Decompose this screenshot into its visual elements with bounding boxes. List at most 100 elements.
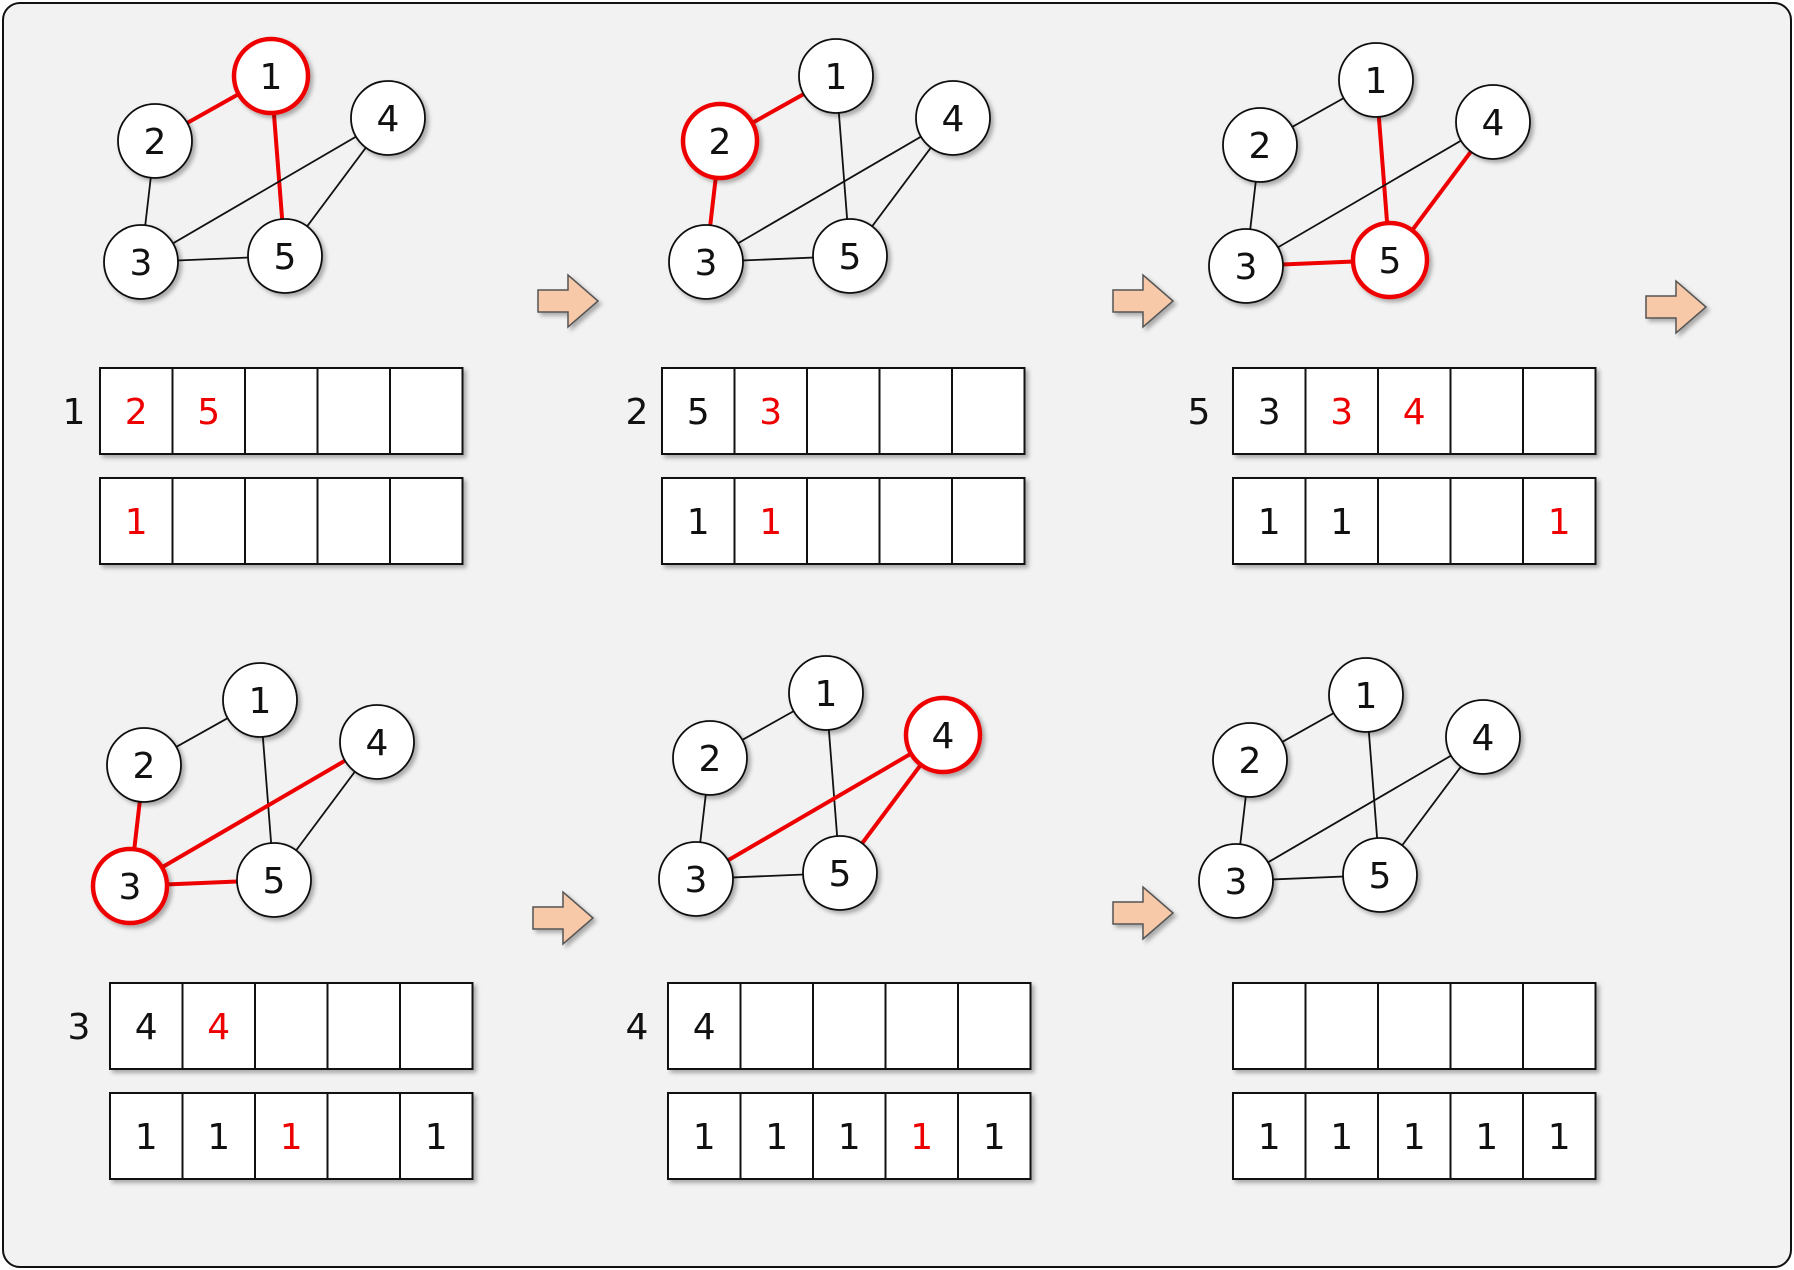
queue-array: 4 [667, 982, 1032, 1070]
node-1[interactable]: 1 [798, 38, 874, 114]
visited-cell-value: 1 [207, 1117, 230, 1158]
queue-array-frame [661, 367, 1026, 455]
node-circle [247, 218, 323, 294]
edge-3-4 [140, 117, 389, 263]
node-label: 4 [366, 723, 389, 764]
node-5[interactable]: 5 [812, 218, 888, 294]
visited-cell-value: 1 [1548, 502, 1571, 543]
node-2[interactable]: 2 [106, 727, 182, 803]
node-2[interactable]: 2 [680, 101, 760, 181]
node-1[interactable]: 1 [788, 655, 864, 731]
visited-cell-value: 1 [1330, 1117, 1353, 1158]
queue-cell-value: 5 [197, 392, 220, 433]
node-circle [788, 655, 864, 731]
node-label: 3 [130, 243, 153, 284]
node-3[interactable]: 3 [103, 224, 179, 300]
visited-cell [1522, 1092, 1597, 1180]
node-label: 4 [942, 99, 965, 140]
node-circle [903, 695, 983, 775]
node-3[interactable]: 3 [1208, 228, 1284, 304]
node-3[interactable]: 3 [1198, 843, 1274, 919]
node-4[interactable]: 4 [1445, 699, 1521, 775]
visited-array-frame [661, 477, 1026, 565]
node-3[interactable]: 3 [668, 224, 744, 300]
node-label: 2 [133, 746, 156, 787]
node-label: 2 [1239, 741, 1262, 782]
node-2[interactable]: 2 [117, 103, 193, 179]
node-circle [812, 218, 888, 294]
node-1[interactable]: 1 [231, 36, 311, 116]
node-1[interactable]: 1 [222, 662, 298, 738]
visited-cell-value: 1 [1258, 502, 1281, 543]
edge-3-4 [1235, 736, 1484, 882]
node-4[interactable]: 4 [915, 80, 991, 156]
queue-cell-value: 3 [759, 392, 782, 433]
node-4[interactable]: 4 [350, 80, 426, 156]
node-5[interactable]: 5 [802, 835, 878, 911]
right-arrow-icon [537, 273, 600, 329]
visited-cell-value: 1 [1258, 1117, 1281, 1158]
node-label: 4 [932, 716, 955, 757]
queue-cell [957, 982, 1032, 1070]
node-1[interactable]: 1 [1338, 42, 1414, 118]
node-circle [658, 841, 734, 917]
node-label: 5 [1379, 241, 1402, 282]
current-vertex-label: 5 [1188, 392, 1211, 433]
node-5[interactable]: 5 [1342, 837, 1418, 913]
queue-array-frame [1232, 367, 1597, 455]
node-2[interactable]: 2 [1212, 722, 1288, 798]
edge-3-4 [694, 733, 945, 881]
node-5[interactable]: 5 [236, 842, 312, 918]
current-vertex-label: 1 [63, 392, 86, 433]
node-2[interactable]: 2 [1222, 107, 1298, 183]
node-label: 4 [1482, 103, 1505, 144]
queue-array-frame [1232, 982, 1597, 1070]
node-5[interactable]: 5 [1350, 220, 1430, 300]
node-4[interactable]: 4 [903, 695, 983, 775]
node-2[interactable]: 2 [672, 720, 748, 796]
node-circle [350, 80, 426, 156]
visited-array-frame [1232, 477, 1597, 565]
queue-array-frame [109, 982, 474, 1070]
visited-cell-value: 1 [693, 1117, 716, 1158]
node-circle [802, 835, 878, 911]
node-circle [1222, 107, 1298, 183]
node-5[interactable]: 5 [247, 218, 323, 294]
queue-cell-value: 3 [1330, 392, 1353, 433]
queue-array [1232, 982, 1597, 1070]
node-3[interactable]: 3 [658, 841, 734, 917]
queue-cell-value: 4 [135, 1007, 158, 1048]
node-circle [103, 224, 179, 300]
visited-cell [951, 477, 1026, 565]
node-circle [1445, 699, 1521, 775]
queue-array-frame [99, 367, 464, 455]
queue-cell-value: 4 [207, 1007, 230, 1048]
node-circle [798, 38, 874, 114]
node-circle [1350, 220, 1430, 300]
node-4[interactable]: 4 [339, 704, 415, 780]
node-circle [1208, 228, 1284, 304]
node-3[interactable]: 3 [90, 846, 170, 926]
visited-cell-value: 1 [910, 1117, 933, 1158]
visited-cell-value: 1 [687, 502, 710, 543]
visited-cell-value: 1 [838, 1117, 861, 1158]
node-label: 1 [815, 674, 838, 715]
visited-cell-value: 1 [765, 1117, 788, 1158]
visited-cell-value: 1 [1403, 1117, 1426, 1158]
node-circle [1342, 837, 1418, 913]
node-circle [1198, 843, 1274, 919]
visited-array-frame [99, 477, 464, 565]
node-label: 3 [685, 860, 708, 901]
node-4[interactable]: 4 [1455, 84, 1531, 160]
node-1[interactable]: 1 [1328, 657, 1404, 733]
node-circle [90, 846, 170, 926]
queue-array-frame [667, 982, 1032, 1070]
node-label: 1 [1355, 676, 1378, 717]
node-circle [1328, 657, 1404, 733]
